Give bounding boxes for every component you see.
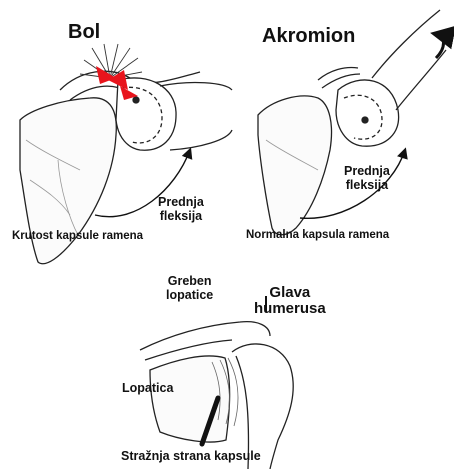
label-normalna-kapsula: Normalna kapsula ramena: [246, 229, 389, 241]
label-krutost-kapsule: Krutost kapsule ramena: [12, 230, 143, 242]
label-prednja-fleksija-right: Prednja fleksija: [344, 165, 390, 192]
label-glava-humerusa: Glava humerusa: [254, 285, 326, 317]
label-akromion: Akromion: [262, 26, 355, 48]
label-greben-lopatice: Greben lopatice: [166, 275, 213, 302]
label-lopatica: Lopatica: [122, 382, 173, 396]
label-bol: Bol: [68, 22, 100, 44]
label-straznja-strana-kapsule: Stražnja strana kapsule: [121, 450, 261, 464]
label-prednja-fleksija-left: Prednja fleksija: [158, 196, 204, 223]
